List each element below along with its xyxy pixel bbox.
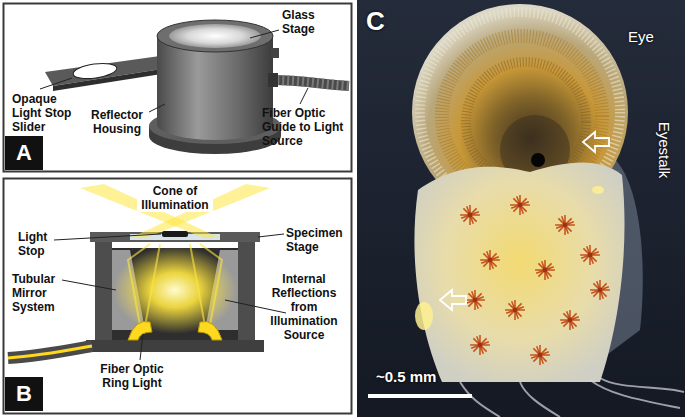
cable-fitting	[268, 73, 278, 87]
leader-line	[40, 78, 72, 89]
panel-letter-box: B	[5, 377, 43, 411]
tissue-strand	[460, 382, 500, 417]
chromatophore	[530, 345, 550, 365]
leader-line	[140, 334, 143, 360]
chromatophore	[510, 195, 530, 215]
fiber-cable	[8, 346, 92, 358]
part-label: Opaque Light Stop Slider	[12, 92, 76, 134]
fiber-core	[8, 346, 92, 358]
internal-glow	[113, 246, 237, 334]
part-label: Reflector Housing	[86, 108, 148, 136]
fiber-cable-ribs	[272, 80, 349, 86]
glass-stage	[169, 24, 261, 48]
leader-line	[54, 234, 161, 240]
pigment-spot	[415, 302, 433, 330]
pigment-spot	[592, 186, 604, 194]
tissue-strand	[590, 380, 680, 408]
part-label: Internal Reflections from Illumination S…	[262, 272, 346, 342]
pointer-arrow	[583, 132, 609, 152]
fiber-cable	[272, 80, 349, 86]
structure-label: Eyestalk	[655, 122, 673, 179]
light-ray	[145, 244, 160, 326]
light-ray	[200, 244, 222, 325]
chromatophore	[580, 245, 600, 265]
chromatophore	[555, 215, 575, 235]
part-label: Fiber Optic Guide to Light Source	[262, 106, 344, 148]
light-ray	[128, 244, 150, 325]
leader-line	[258, 234, 284, 237]
structure-label: Eye	[628, 28, 654, 46]
leader-line	[300, 88, 308, 104]
panel-frame	[4, 4, 352, 172]
light-ray	[190, 244, 205, 326]
part-label: Light Stop	[18, 230, 68, 258]
slider-hole	[72, 61, 118, 81]
ring-light	[128, 321, 152, 340]
base-flange	[86, 340, 264, 352]
housing-wall	[238, 236, 255, 342]
knob	[271, 48, 279, 58]
leader-line	[149, 104, 165, 112]
part-label: Fiber Optic Ring Light	[92, 362, 172, 390]
chromatophore	[480, 250, 500, 270]
leader-line	[250, 30, 279, 38]
chromatophores	[460, 195, 610, 365]
panel-letter: A	[16, 141, 32, 165]
leader-line	[62, 280, 116, 290]
part-label: Tubular Mirror System	[12, 272, 68, 314]
pointer-arrow	[440, 290, 466, 310]
panel-letter: C	[366, 6, 385, 36]
panel-letter: B	[16, 382, 32, 406]
scale-label: ~0.5 mm	[376, 368, 436, 386]
part-label: Specimen Stage	[286, 226, 348, 254]
chromatophore	[535, 260, 555, 280]
tissue-strand	[600, 378, 684, 392]
part-label: Cone of Illumination	[137, 184, 213, 212]
panel-a	[4, 4, 352, 172]
panel-frame	[4, 179, 352, 414]
leader-line	[225, 300, 286, 313]
ring-light	[198, 321, 222, 340]
panel-letter-box: A	[5, 136, 43, 170]
tissue-strand	[520, 382, 560, 417]
scale-bar	[368, 394, 472, 398]
chromatophore	[590, 280, 610, 300]
chromatophore	[470, 335, 490, 355]
photo-background	[357, 0, 685, 417]
chromatophore	[560, 310, 580, 330]
pseudopupil	[531, 153, 545, 167]
chromatophore	[465, 290, 485, 310]
part-label: Glass Stage	[282, 8, 340, 36]
panel-b	[4, 179, 352, 414]
chromatophore	[460, 205, 480, 225]
light-stop	[162, 231, 188, 237]
chromatophore	[505, 300, 525, 320]
eyestalk	[414, 163, 624, 382]
illumination-beam	[80, 184, 220, 238]
panel-c	[357, 0, 685, 417]
